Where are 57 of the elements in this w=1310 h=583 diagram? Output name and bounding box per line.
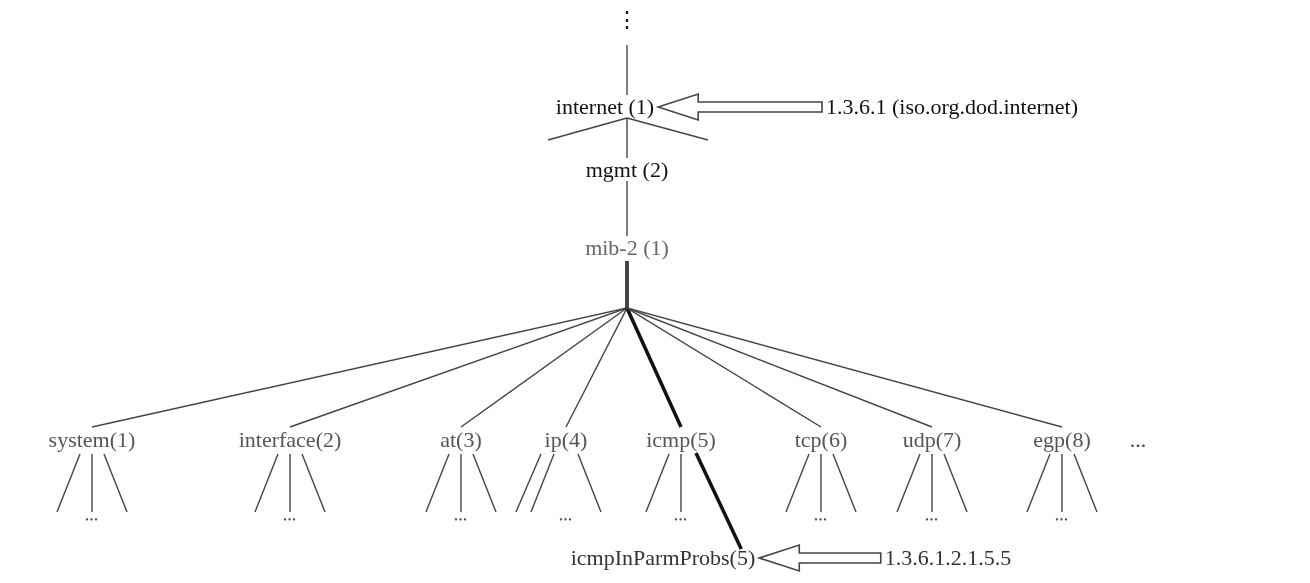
- tree-node-label: egp(8): [1033, 429, 1091, 451]
- tree-branch-line: [577, 453, 602, 513]
- tree-branch-line: [1026, 453, 1051, 513]
- tree-branch-line: [103, 453, 128, 513]
- tree-branch-line: [626, 117, 628, 159]
- ellipsis: •••: [925, 515, 939, 525]
- tree-branch-line: [785, 453, 810, 513]
- ellipsis: •••: [559, 515, 573, 525]
- tree-branch-line: [680, 453, 682, 513]
- oid-label: 1.3.6.1.2.1.5.5: [884, 547, 1012, 569]
- ellipsis: •••: [85, 515, 99, 525]
- tree-branch-line: [515, 453, 542, 513]
- tree-node-label: mgmt (2): [585, 159, 669, 181]
- tree-branch-line: [301, 453, 326, 513]
- ellipsis: •••: [674, 515, 688, 525]
- tree-branch-line: [896, 453, 921, 513]
- hollow-arrow: [756, 543, 882, 573]
- tree-branch-line: [530, 453, 555, 513]
- tree-node-label: system(1): [48, 429, 136, 451]
- ellipsis: •••: [1055, 515, 1069, 525]
- tree-branch-line: [832, 453, 857, 513]
- ellipsis: •••: [814, 515, 828, 525]
- ellipsis: ...: [1129, 429, 1147, 451]
- tree-node-label: tcp(6): [794, 429, 848, 451]
- branch-stub-line: [626, 117, 709, 141]
- tree-node-label: internet (1): [555, 96, 655, 118]
- tree-branch-line: [460, 453, 462, 513]
- tree-branch-line: [91, 453, 93, 513]
- tree-branch-line: [289, 453, 291, 513]
- tree-node-label: icmp(5): [646, 429, 716, 451]
- branch-stub-line: [547, 117, 628, 141]
- tree-node-label: ip(4): [544, 429, 588, 451]
- tree-branch-line: [645, 453, 670, 513]
- tree-branch-line: [472, 453, 497, 513]
- tree-branch-line: [694, 452, 743, 550]
- tree-branch-line: [820, 453, 822, 513]
- oid-label: 1.3.6.1 (iso.org.dod.internet): [826, 96, 1078, 118]
- tree-branch-line: [425, 453, 450, 513]
- tree-branch-line: [56, 453, 81, 513]
- hollow-arrow: [655, 92, 823, 122]
- tree-branch-line: [626, 180, 628, 237]
- tree-branch-line: [943, 453, 968, 513]
- tree-branch-line: [1061, 453, 1063, 513]
- tree-node-label: icmpInParmProbs(5): [570, 547, 756, 569]
- tree-node-label: at(3): [440, 429, 482, 451]
- tree-branch-line: [1073, 453, 1098, 513]
- tree-branch-line: [931, 453, 933, 513]
- tree-branch-line: [626, 260, 1063, 428]
- tree-branch-line: [625, 261, 683, 428]
- tree-node-label: udp(7): [902, 429, 962, 451]
- ellipsis: •••: [283, 515, 297, 525]
- tree-branch-line: [626, 44, 628, 96]
- tree-node-label: mib-2 (1): [585, 237, 669, 259]
- tree-node-label: interface(2): [238, 429, 342, 451]
- tree-branch-line: [254, 453, 279, 513]
- ellipsis: ⋮: [615, 9, 639, 31]
- ellipsis: •••: [454, 515, 468, 525]
